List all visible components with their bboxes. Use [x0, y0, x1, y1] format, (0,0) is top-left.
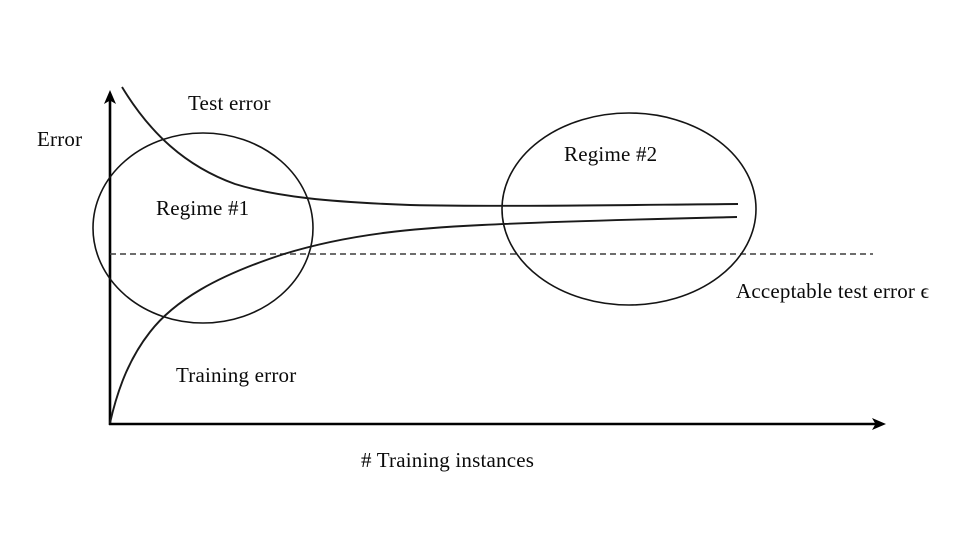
acceptable-test-error-label: Acceptable test error ϵ — [736, 279, 930, 303]
regime-1-label: Regime #1 — [156, 196, 250, 220]
test-error-curve — [121, 86, 739, 207]
y-axis-label: Error — [37, 127, 83, 151]
regime-2-label: Regime #2 — [564, 142, 658, 166]
x-axis-label: # Training instances — [361, 448, 535, 472]
training-error-curve-label: Training error — [176, 363, 297, 387]
regime-1-ellipse — [92, 132, 314, 324]
training-error-curve — [109, 216, 738, 424]
regime-2-ellipse — [501, 112, 757, 306]
test-error-curve-label: Test error — [188, 91, 271, 115]
